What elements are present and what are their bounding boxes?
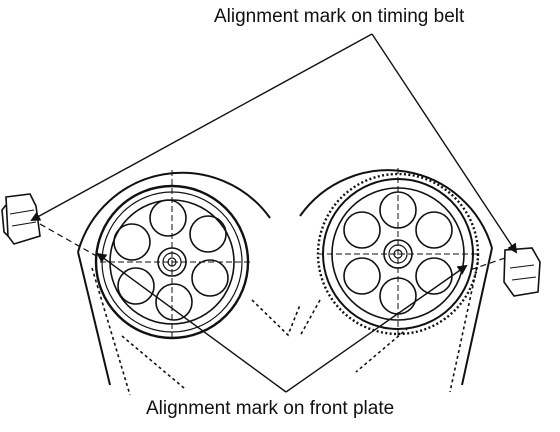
timing-belt-mark-label: Alignment mark on timing belt xyxy=(214,6,465,27)
right-block-fragment xyxy=(503,247,541,297)
left-sprocket xyxy=(94,170,250,340)
front-plate-outline xyxy=(77,169,493,396)
front-plate-callout xyxy=(96,252,468,393)
right-sprocket xyxy=(316,168,480,338)
timing-belt-callout xyxy=(30,33,518,271)
left-sprocket-holes xyxy=(113,199,229,321)
front-plate-mark-label: Alignment mark on front plate xyxy=(146,398,395,419)
left-block-fragment xyxy=(1,193,41,245)
